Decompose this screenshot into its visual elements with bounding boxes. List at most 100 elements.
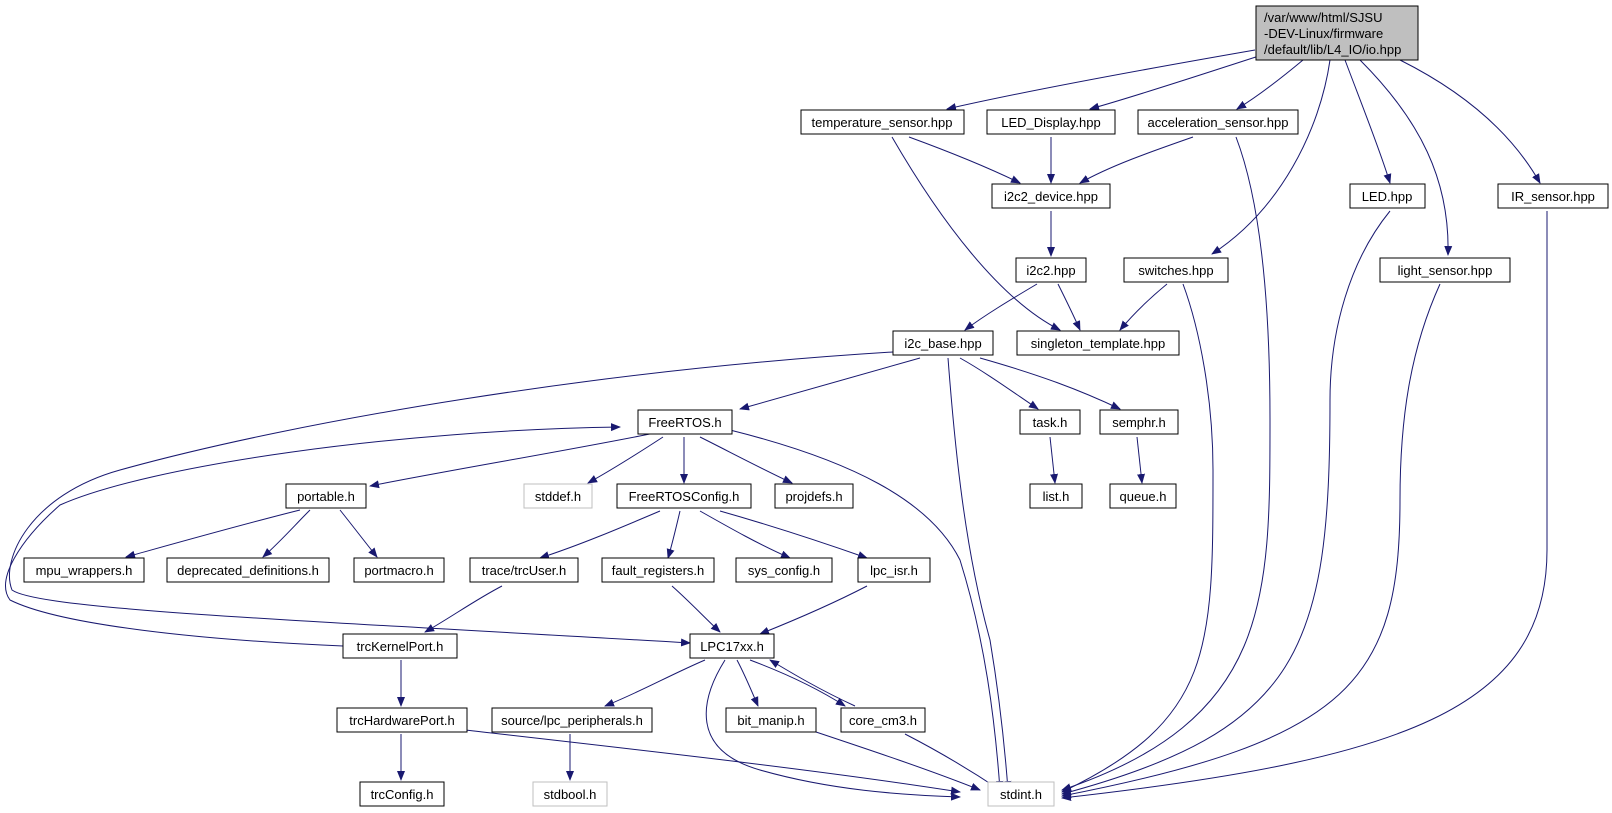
node-lpc-isr[interactable]: lpc_isr.h xyxy=(857,557,931,583)
edge-accel-stdint xyxy=(1061,136,1271,791)
svg-text:portable.h: portable.h xyxy=(297,489,355,504)
node-stdbool[interactable]: stdbool.h xyxy=(532,781,608,807)
svg-text:FreeRTOSConfig.h: FreeRTOSConfig.h xyxy=(629,489,740,504)
node-task[interactable]: task.h xyxy=(1019,409,1081,435)
svg-text:light_sensor.hpp: light_sensor.hpp xyxy=(1398,263,1493,278)
edge-i2c-base-freertos xyxy=(739,357,921,411)
svg-text:temperature_sensor.hpp: temperature_sensor.hpp xyxy=(812,115,953,130)
svg-text:source/lpc_peripherals.h: source/lpc_peripherals.h xyxy=(501,713,643,728)
svg-text:stdbool.h: stdbool.h xyxy=(544,787,597,802)
node-fault-registers[interactable]: fault_registers.h xyxy=(601,557,715,583)
edge-switches-stdint xyxy=(1061,283,1214,793)
edge-portable-deprecated xyxy=(262,509,311,558)
node-trchardwareport[interactable]: trcHardwarePort.h xyxy=(336,707,468,733)
edge-switches-singleton xyxy=(1119,283,1168,331)
edge-lpcisr-lpc17xx xyxy=(759,585,868,635)
node-portable[interactable]: portable.h xyxy=(285,483,367,509)
node-i2c2[interactable]: i2c2.hpp xyxy=(1015,257,1087,283)
svg-text:deprecated_definitions.h: deprecated_definitions.h xyxy=(177,563,319,578)
edge-i2c-base-lpc17xx xyxy=(8,351,894,647)
node-lpc17xx[interactable]: LPC17xx.h xyxy=(689,633,775,659)
edge-config-trcuser xyxy=(539,510,661,560)
edge-freertos-stddef xyxy=(587,436,664,484)
node-led[interactable]: LED.hpp xyxy=(1349,183,1426,209)
node-io-hpp[interactable]: /var/www/html/SJSU -DEV-Linux/firmware /… xyxy=(1255,5,1419,61)
edge-task-list xyxy=(1049,436,1059,484)
edge-light-stdint xyxy=(1061,283,1441,799)
svg-text:mpu_wrappers.h: mpu_wrappers.h xyxy=(36,563,133,578)
edge-corecm3-lpc17xx xyxy=(769,659,856,707)
svg-text:i2c2_device.hpp: i2c2_device.hpp xyxy=(1004,189,1098,204)
svg-text:core_cm3.h: core_cm3.h xyxy=(849,713,917,728)
node-trcuser[interactable]: trace/trcUser.h xyxy=(469,557,579,583)
edge-temp-singleton xyxy=(891,136,1061,331)
node-trcconfig[interactable]: trcConfig.h xyxy=(359,781,445,807)
node-led-display[interactable]: LED_Display.hpp xyxy=(986,109,1116,135)
edge-lpc17xx-bitmanip xyxy=(736,659,759,707)
node-stddef[interactable]: stddef.h xyxy=(523,483,593,509)
edge-io-temperature-sensor xyxy=(946,49,1256,111)
node-sys-config[interactable]: sys_config.h xyxy=(735,557,833,583)
svg-text:portmacro.h: portmacro.h xyxy=(364,563,433,578)
svg-text:sys_config.h: sys_config.h xyxy=(748,563,820,578)
node-projdefs[interactable]: projdefs.h xyxy=(774,483,854,509)
svg-text:lpc_isr.h: lpc_isr.h xyxy=(870,563,918,578)
edge-led-stdint xyxy=(1061,210,1391,796)
node-list[interactable]: list.h xyxy=(1029,483,1083,509)
node-queue[interactable]: queue.h xyxy=(1109,483,1177,509)
edge-io-acceleration-sensor xyxy=(1236,59,1304,110)
edges xyxy=(5,49,1548,801)
edge-i2c2-singleton xyxy=(1057,283,1081,331)
edge-io-light-sensor xyxy=(1359,59,1453,256)
edge-i2c-base-semphr xyxy=(979,357,1121,410)
node-i2c-base[interactable]: i2c_base.hpp xyxy=(892,330,994,356)
node-bit-manip[interactable]: bit_manip.h xyxy=(725,707,817,733)
edge-temp-i2c2-device xyxy=(908,136,1021,184)
svg-text:i2c_base.hpp: i2c_base.hpp xyxy=(904,336,981,351)
edge-lpc17xx-peripherals xyxy=(604,659,706,707)
edge-config-lpcisr xyxy=(719,510,868,559)
edge-i2c2-i2c-base xyxy=(964,283,1038,331)
node-freertos[interactable]: FreeRTOS.h xyxy=(637,409,733,435)
node-ir-sensor[interactable]: IR_sensor.hpp xyxy=(1497,183,1609,209)
svg-text:bit_manip.h: bit_manip.h xyxy=(737,713,804,728)
node-semphr[interactable]: semphr.h xyxy=(1099,409,1179,435)
node-freertosconfig[interactable]: FreeRTOSConfig.h xyxy=(616,483,752,509)
node-light-sensor[interactable]: light_sensor.hpp xyxy=(1379,257,1511,283)
root-line-1: /var/www/html/SJSU xyxy=(1264,10,1382,25)
node-acceleration-sensor[interactable]: acceleration_sensor.hpp xyxy=(1137,109,1299,135)
svg-text:trcHardwarePort.h: trcHardwarePort.h xyxy=(349,713,454,728)
svg-text:singleton_template.hpp: singleton_template.hpp xyxy=(1031,336,1165,351)
edge-trcuser-trckernelport xyxy=(424,585,503,633)
edge-io-ir-sensor xyxy=(1399,59,1541,184)
edge-bitmanip-stdint xyxy=(809,729,981,791)
root-line-3: /default/lib/L4_IO/io.hpp xyxy=(1264,42,1401,57)
node-trckernelport[interactable]: trcKernelPort.h xyxy=(342,633,458,659)
svg-text:trcKernelPort.h: trcKernelPort.h xyxy=(357,639,444,654)
edge-corecm3-stdint xyxy=(904,733,1001,791)
svg-text:LED.hpp: LED.hpp xyxy=(1362,189,1413,204)
node-mpu-wrappers[interactable]: mpu_wrappers.h xyxy=(23,557,145,583)
node-switches[interactable]: switches.hpp xyxy=(1123,257,1229,283)
node-core-cm3[interactable]: core_cm3.h xyxy=(840,707,926,733)
svg-text:i2c2.hpp: i2c2.hpp xyxy=(1026,263,1075,278)
svg-text:IR_sensor.hpp: IR_sensor.hpp xyxy=(1511,189,1595,204)
node-deprecated-definitions[interactable]: deprecated_definitions.h xyxy=(166,557,330,583)
edge-portable-portmacro xyxy=(339,509,378,558)
svg-text:switches.hpp: switches.hpp xyxy=(1138,263,1213,278)
edge-io-switches xyxy=(1211,59,1331,255)
edge-trckernelport-freertos xyxy=(5,423,621,647)
svg-text:projdefs.h: projdefs.h xyxy=(785,489,842,504)
svg-text:LPC17xx.h: LPC17xx.h xyxy=(700,639,764,654)
node-temperature-sensor[interactable]: temperature_sensor.hpp xyxy=(800,109,965,135)
edge-lpc17xx-corecm3 xyxy=(749,659,846,707)
node-portmacro[interactable]: portmacro.h xyxy=(353,557,445,583)
node-singleton-template[interactable]: singleton_template.hpp xyxy=(1016,330,1180,356)
svg-text:acceleration_sensor.hpp: acceleration_sensor.hpp xyxy=(1148,115,1289,130)
svg-text:semphr.h: semphr.h xyxy=(1112,415,1165,430)
node-lpc-peripherals[interactable]: source/lpc_peripherals.h xyxy=(491,707,653,733)
edge-config-fault xyxy=(666,510,681,559)
node-stdint[interactable]: stdint.h xyxy=(987,781,1055,807)
node-i2c2-device[interactable]: i2c2_device.hpp xyxy=(991,183,1111,209)
